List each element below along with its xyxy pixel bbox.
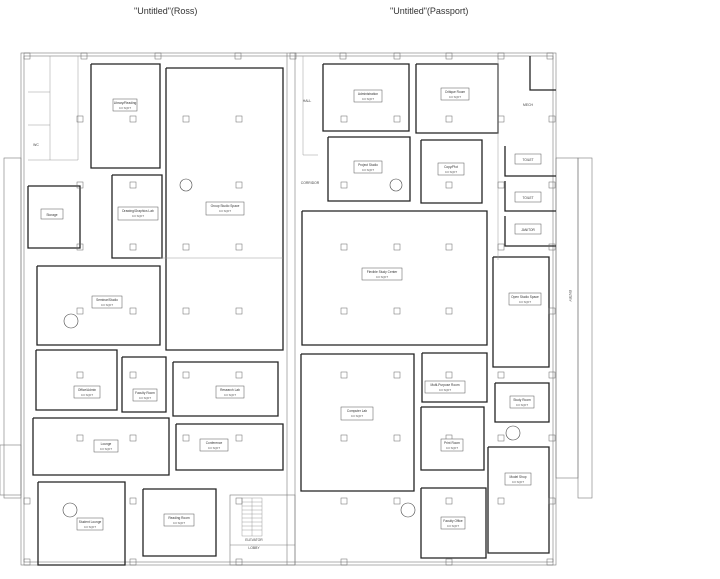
room-area: 0.0 SQFT bbox=[119, 106, 131, 110]
room-name: Project Studio bbox=[358, 163, 378, 167]
outer-walls bbox=[0, 52, 593, 566]
room-name: Critique Room bbox=[445, 90, 466, 94]
room-labels: Library/Reading 0.0 SQFT Drawing/Graphic… bbox=[46, 90, 539, 529]
room-area: 0.0 SQFT bbox=[445, 170, 457, 174]
structural-columns bbox=[23, 52, 556, 566]
room-area: 0.0 SQFT bbox=[84, 525, 96, 529]
room-area: 0.0 SQFT bbox=[224, 393, 236, 397]
room-name: TOILET bbox=[522, 158, 533, 162]
room-name: Model Shop bbox=[509, 475, 526, 479]
room-area: 0.0 SQFT bbox=[132, 214, 144, 218]
room-area: 0.0 SQFT bbox=[351, 414, 363, 418]
room-area: 0.0 SQFT bbox=[362, 97, 374, 101]
room-area: 0.0 SQFT bbox=[139, 396, 151, 400]
room-walls bbox=[27, 56, 556, 566]
room-name: Lounge bbox=[101, 442, 112, 446]
stair bbox=[241, 497, 263, 537]
room-area: 0.0 SQFT bbox=[519, 300, 531, 304]
room-name: Faculty Office bbox=[443, 519, 463, 523]
room-area: 0.0 SQFT bbox=[447, 524, 459, 528]
room-name: Computer Lab bbox=[347, 409, 367, 413]
room-name: Group Studio Space bbox=[211, 204, 240, 208]
room-area: 0.0 SQFT bbox=[449, 95, 461, 99]
room-name: Print Room bbox=[444, 441, 460, 445]
room-name: Office/Admin bbox=[78, 388, 96, 392]
room-label-boxes bbox=[40, 87, 542, 531]
plan-title-right: "Untitled"(Passport) bbox=[390, 6, 469, 16]
room-name: Conference bbox=[206, 441, 223, 445]
room-name: Student Lounge bbox=[79, 520, 102, 524]
mech-note: MECH bbox=[523, 103, 534, 107]
elevator-note: ELEVATOR bbox=[245, 538, 263, 542]
secondary-walls bbox=[28, 56, 499, 260]
room-area: 0.0 SQFT bbox=[100, 447, 112, 451]
plan-notes: ELEVATOR LOBBY HALL CORRIDOR MECH WC ENT… bbox=[33, 99, 572, 550]
plan-title-left: "Untitled"(Ross) bbox=[134, 6, 198, 16]
room-name: Flexible Study Center bbox=[367, 270, 398, 274]
room-area: 0.0 SQFT bbox=[81, 393, 93, 397]
room-area: 0.0 SQFT bbox=[446, 446, 458, 450]
room-name: Copy/Plot bbox=[444, 165, 458, 169]
room-name: Storage bbox=[46, 213, 57, 217]
room-area: 0.0 SQFT bbox=[219, 209, 231, 213]
room-name: TOILET bbox=[522, 196, 533, 200]
room-name: Faculty Room bbox=[135, 391, 155, 395]
room-name: Study Room bbox=[513, 398, 531, 402]
room-area: 0.0 SQFT bbox=[439, 388, 451, 392]
lobby-note: LOBBY bbox=[248, 546, 260, 550]
hall-note: HALL bbox=[303, 99, 312, 103]
room-area: 0.0 SQFT bbox=[101, 303, 113, 307]
room-name: Multi-Purpose Room bbox=[430, 383, 459, 387]
room-name: JANITOR bbox=[521, 228, 535, 232]
room-area: 0.0 SQFT bbox=[376, 275, 388, 279]
room-name: Drawing/Graphics Lab bbox=[122, 209, 154, 213]
entry-note: ENTRY bbox=[568, 290, 572, 302]
room-area: 0.0 SQFT bbox=[173, 521, 185, 525]
room-name: Research Lab bbox=[220, 388, 240, 392]
room-name: Open Studio Space bbox=[511, 295, 539, 299]
room-name: Administration bbox=[358, 92, 378, 96]
room-area: 0.0 SQFT bbox=[512, 480, 524, 484]
room-area: 0.0 SQFT bbox=[516, 403, 528, 407]
round-columns bbox=[62, 178, 521, 518]
room-area: 0.0 SQFT bbox=[208, 446, 220, 450]
corridor-note: CORRIDOR bbox=[301, 181, 320, 185]
room-name: Reading Room bbox=[168, 516, 190, 520]
room-name: Library/Reading bbox=[114, 101, 137, 105]
room-name: Seminar/Studio bbox=[96, 298, 118, 302]
wc-note: WC bbox=[33, 143, 39, 147]
room-area: 0.0 SQFT bbox=[362, 168, 374, 172]
